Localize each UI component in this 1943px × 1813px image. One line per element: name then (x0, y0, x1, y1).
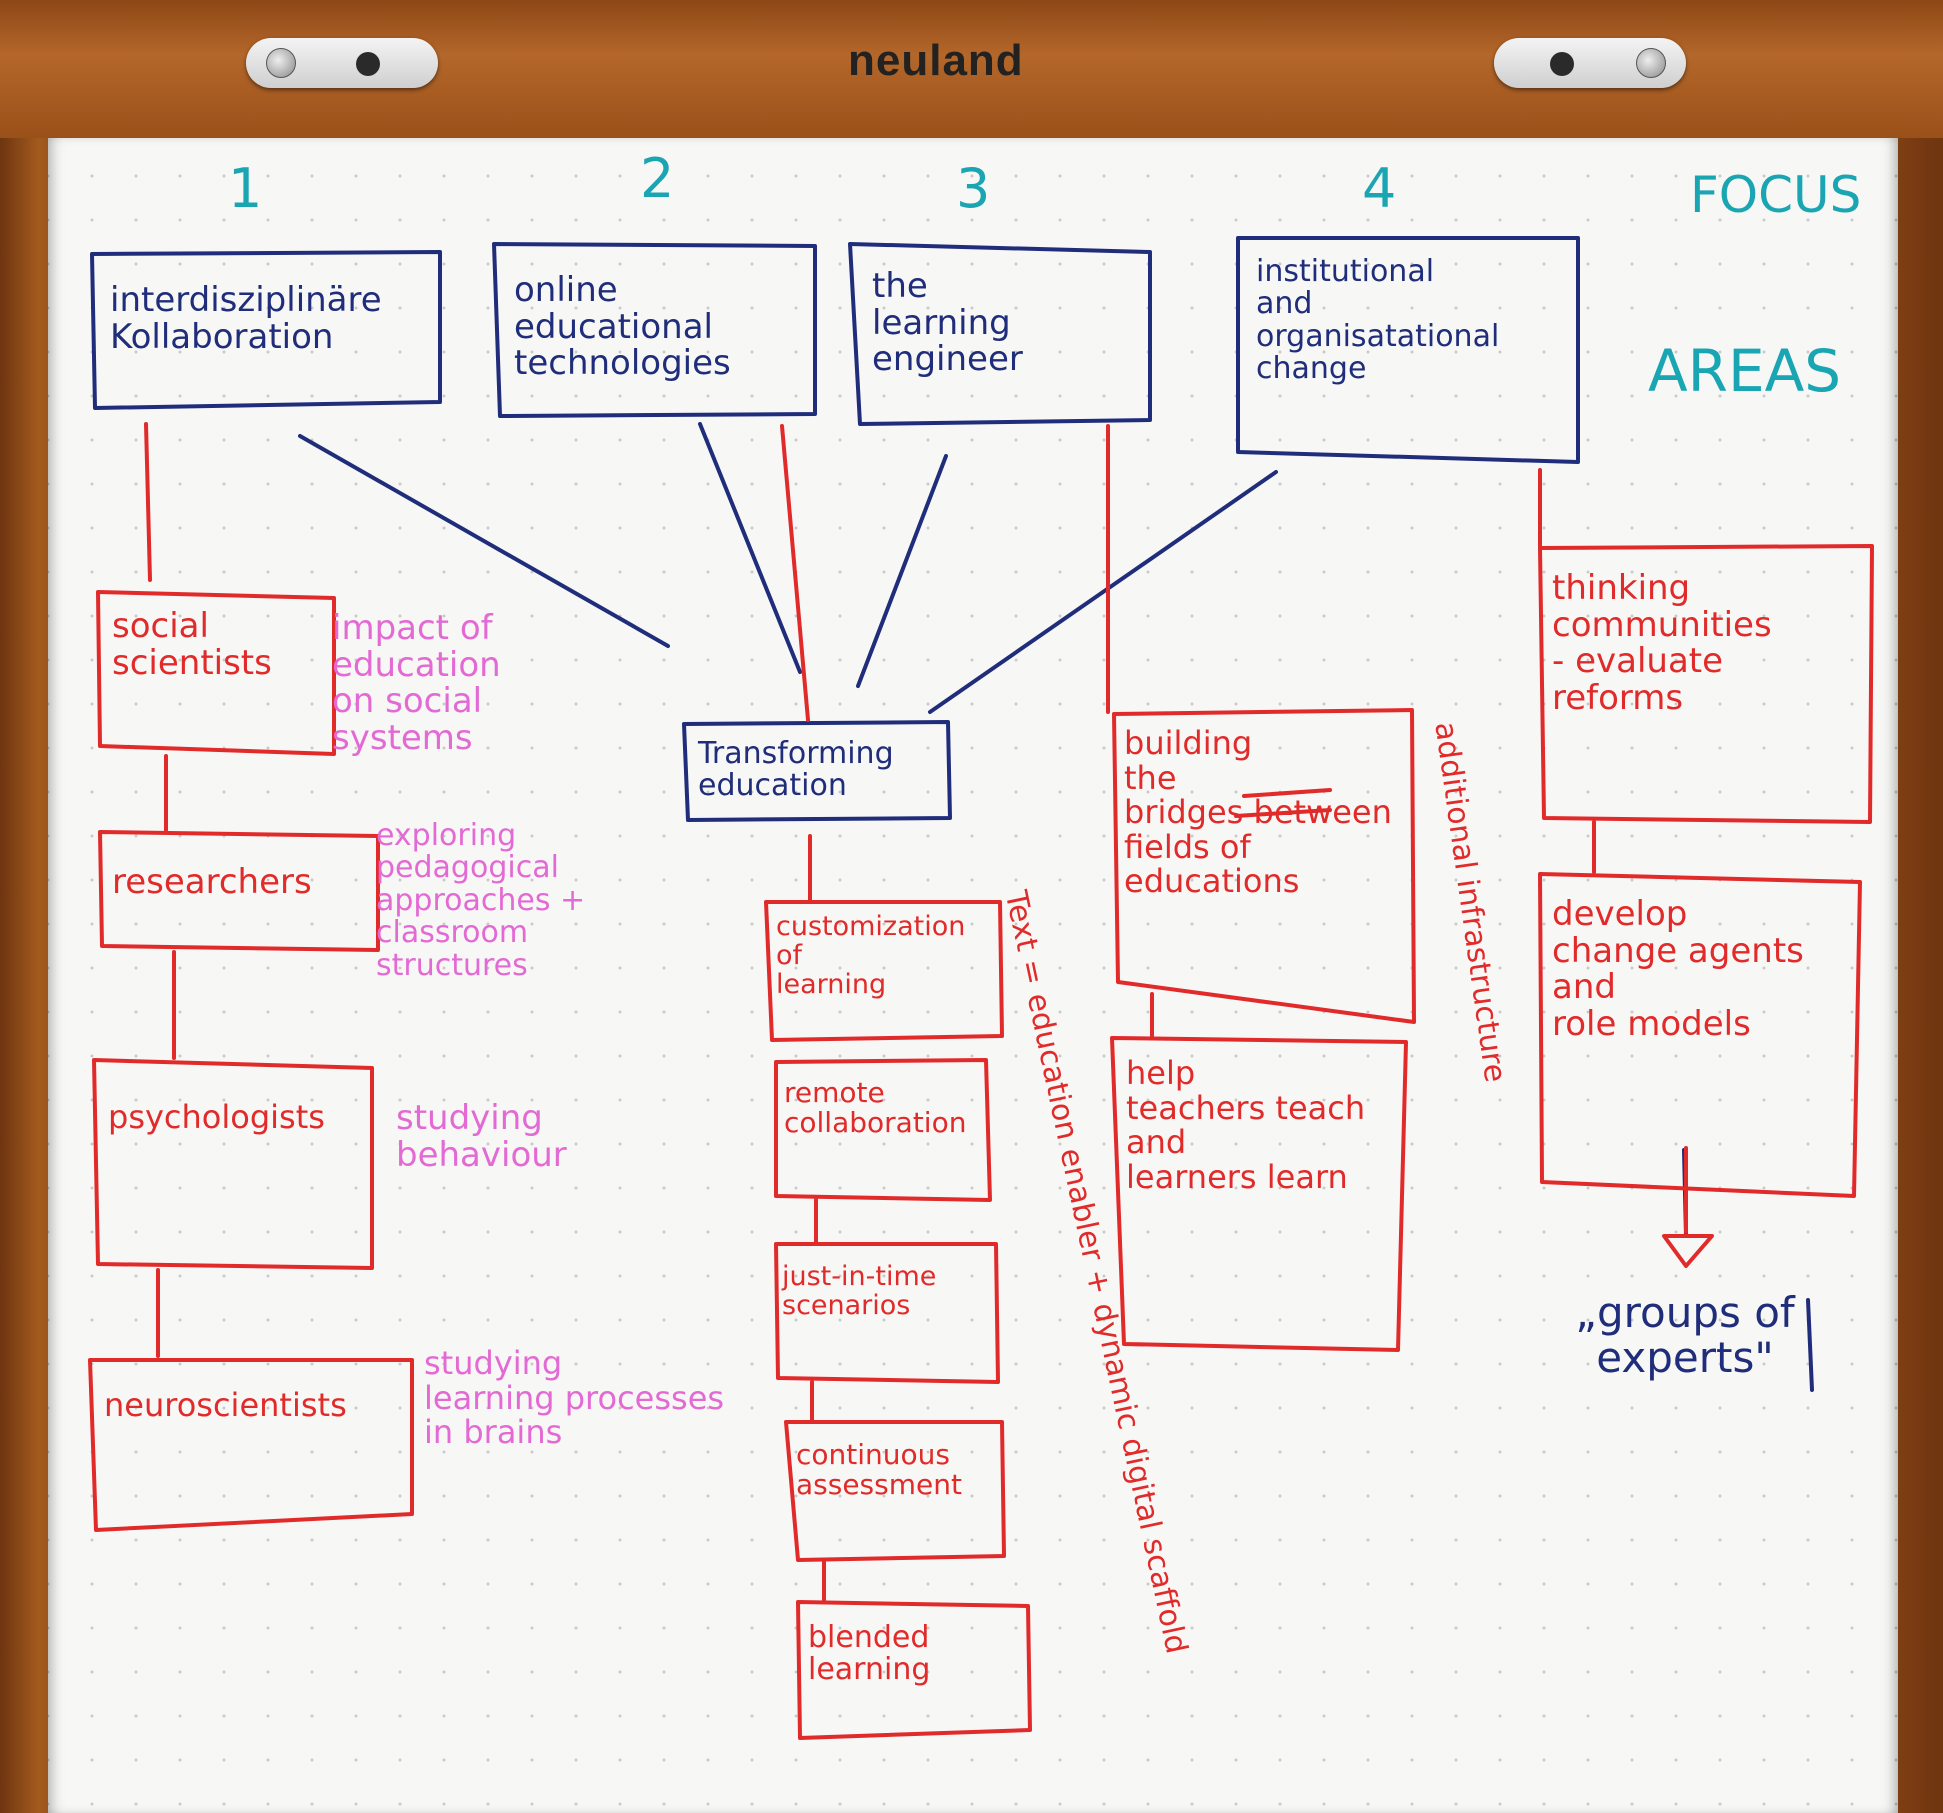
area-box-2-frame (492, 242, 817, 418)
area-box-3: the learning engineer (872, 266, 1023, 380)
role-box-researchers: researchers (112, 862, 312, 902)
flipchart-header: neuland (0, 0, 1943, 138)
area-box-1-frame (90, 250, 442, 410)
method-box-remote: remote collaboration (784, 1076, 967, 1140)
method-box-continuous: continuous assessment (796, 1438, 962, 1502)
role-box-social-scientists: social scientists (112, 606, 272, 683)
role-box-psychologists: psychologists (108, 1098, 325, 1136)
note-behaviour: studying behaviour (396, 1098, 567, 1175)
column-number-1: 1 (228, 157, 263, 220)
center-box-frame (682, 720, 952, 822)
quote-groups-of-experts: „groups of experts" (1575, 1288, 1795, 1383)
note-exploring: exploring pedagogical approaches + class… (376, 818, 586, 983)
method-box-blended: blended learning (808, 1620, 931, 1688)
area-box-3-frame (848, 242, 1152, 426)
paper-clip-right (1494, 38, 1686, 88)
expert-box-develop: develop change agents and role models (1552, 894, 1804, 1045)
screw-icon (266, 48, 296, 78)
legend-areas: AREAS (1648, 337, 1842, 405)
column-number-2: 2 (640, 147, 675, 210)
brand-logo: neuland (848, 36, 1024, 85)
expert-box-thinking: thinking communities - evaluate reforms (1552, 568, 1772, 719)
screw-icon (1636, 48, 1666, 78)
area-box-4: institutional and organisatational chang… (1256, 254, 1500, 387)
legend-focus: FOCUS (1690, 166, 1862, 224)
method-box-customization: customization of learning (776, 911, 966, 1001)
role-box-neuroscientists: neuroscientists (104, 1386, 347, 1424)
paper-clip-left (246, 38, 438, 88)
column-number-3: 3 (956, 157, 991, 220)
infra-box-help: help teachers teach and learners learn (1126, 1054, 1366, 1196)
area-box-2: online educational technologies (514, 270, 731, 384)
center-box: Transforming education (698, 736, 894, 804)
area-box-1: interdisziplinäre Kollaboration (110, 280, 382, 357)
hole-icon (1550, 52, 1574, 76)
method-box-just-in-time: just-in-time scenarios (782, 1261, 937, 1322)
note-impact: impact of education on social systems (332, 608, 501, 759)
note-learning-processes: studying learning processes in brains (424, 1344, 725, 1452)
hole-icon (356, 52, 380, 76)
flipchart-paper (48, 138, 1898, 1813)
column-number-4: 4 (1362, 157, 1397, 220)
area-box-4-frame (1236, 236, 1580, 464)
infra-box-bridges: building the bridges between fields of e… (1124, 724, 1392, 901)
